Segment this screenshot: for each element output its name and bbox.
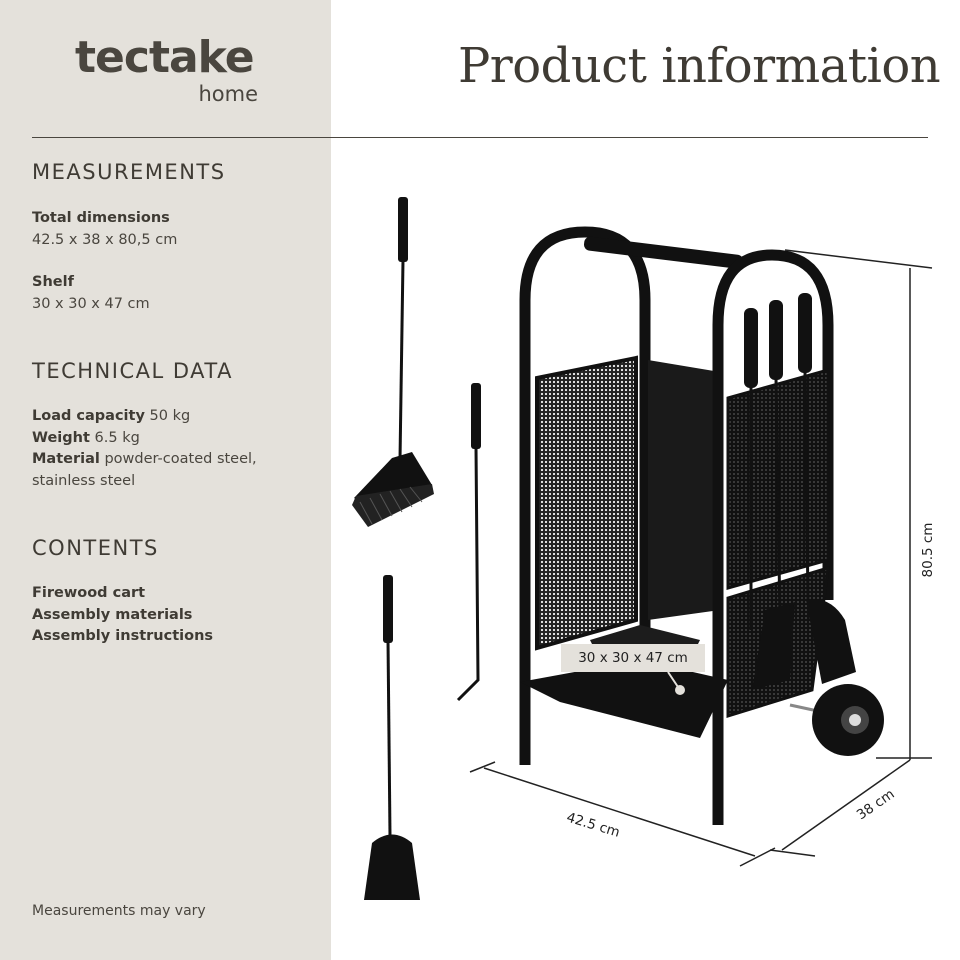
- weight: Weight 6.5 kg: [32, 428, 257, 450]
- load-capacity: Load capacity 50 kg: [32, 406, 257, 428]
- technical-heading: TECHNICAL DATA: [32, 359, 233, 383]
- shelf-label: Shelf: [32, 274, 74, 290]
- load-capacity-value: 50 kg: [149, 408, 191, 424]
- footnote: Measurements may vary: [32, 903, 206, 919]
- total-dimensions-label: Total dimensions: [32, 210, 170, 226]
- weight-label: Weight: [32, 429, 90, 446]
- material-value: powder-coated steel,: [104, 451, 257, 467]
- contents-item: Assembly materials: [32, 606, 193, 623]
- height-dimension-label: 80.5 cm: [920, 523, 936, 578]
- material-value-2: stainless steel: [32, 472, 136, 489]
- brush-icon: [352, 197, 434, 527]
- firewood-cart-icon: [519, 226, 884, 825]
- shelf-dimensions: Shelf 30 x 30 x 47 cm: [32, 272, 150, 315]
- material-label: Material: [32, 451, 100, 467]
- brand-sub: home: [198, 82, 258, 106]
- technical-specs: Load capacity 50 kg Weight 6.5 kg Materi…: [32, 406, 257, 492]
- contents-item: Assembly instructions: [32, 628, 214, 644]
- total-dimensions-value: 42.5 x 38 x 80,5 cm: [32, 231, 178, 248]
- total-dimensions: Total dimensions 42.5 x 38 x 80,5 cm: [32, 208, 177, 251]
- contents-list: Firewood cart Assembly materials Assembl…: [32, 583, 213, 648]
- left-info-panel: [0, 0, 331, 960]
- poker-icon: [456, 383, 481, 702]
- weight-value: 6.5 kg: [94, 429, 140, 446]
- material: Material powder-coated steel,: [32, 449, 257, 471]
- brand-logo: tectake home: [75, 32, 265, 107]
- shelf-callout-dot: [675, 685, 685, 695]
- product-illustration: 80.5 cm 42.5 cm 38 cm: [352, 197, 936, 900]
- page-title: Product information: [458, 38, 941, 94]
- depth-dimension-label: 38 cm: [854, 786, 898, 823]
- brand-name: tectake: [75, 32, 255, 83]
- measurements-heading: MEASUREMENTS: [32, 160, 226, 184]
- shelf-callout-label: 30 x 30 x 47 cm: [561, 644, 705, 672]
- shovel-icon: [364, 575, 420, 900]
- contents-heading: CONTENTS: [32, 536, 159, 560]
- width-dimension-label: 42.5 cm: [565, 809, 622, 840]
- header-divider: [32, 137, 928, 138]
- shelf-value: 30 x 30 x 47 cm: [32, 295, 150, 312]
- dimension-lines: [469, 249, 933, 867]
- load-capacity-label: Load capacity: [32, 408, 145, 424]
- contents-item: Firewood cart: [32, 585, 146, 601]
